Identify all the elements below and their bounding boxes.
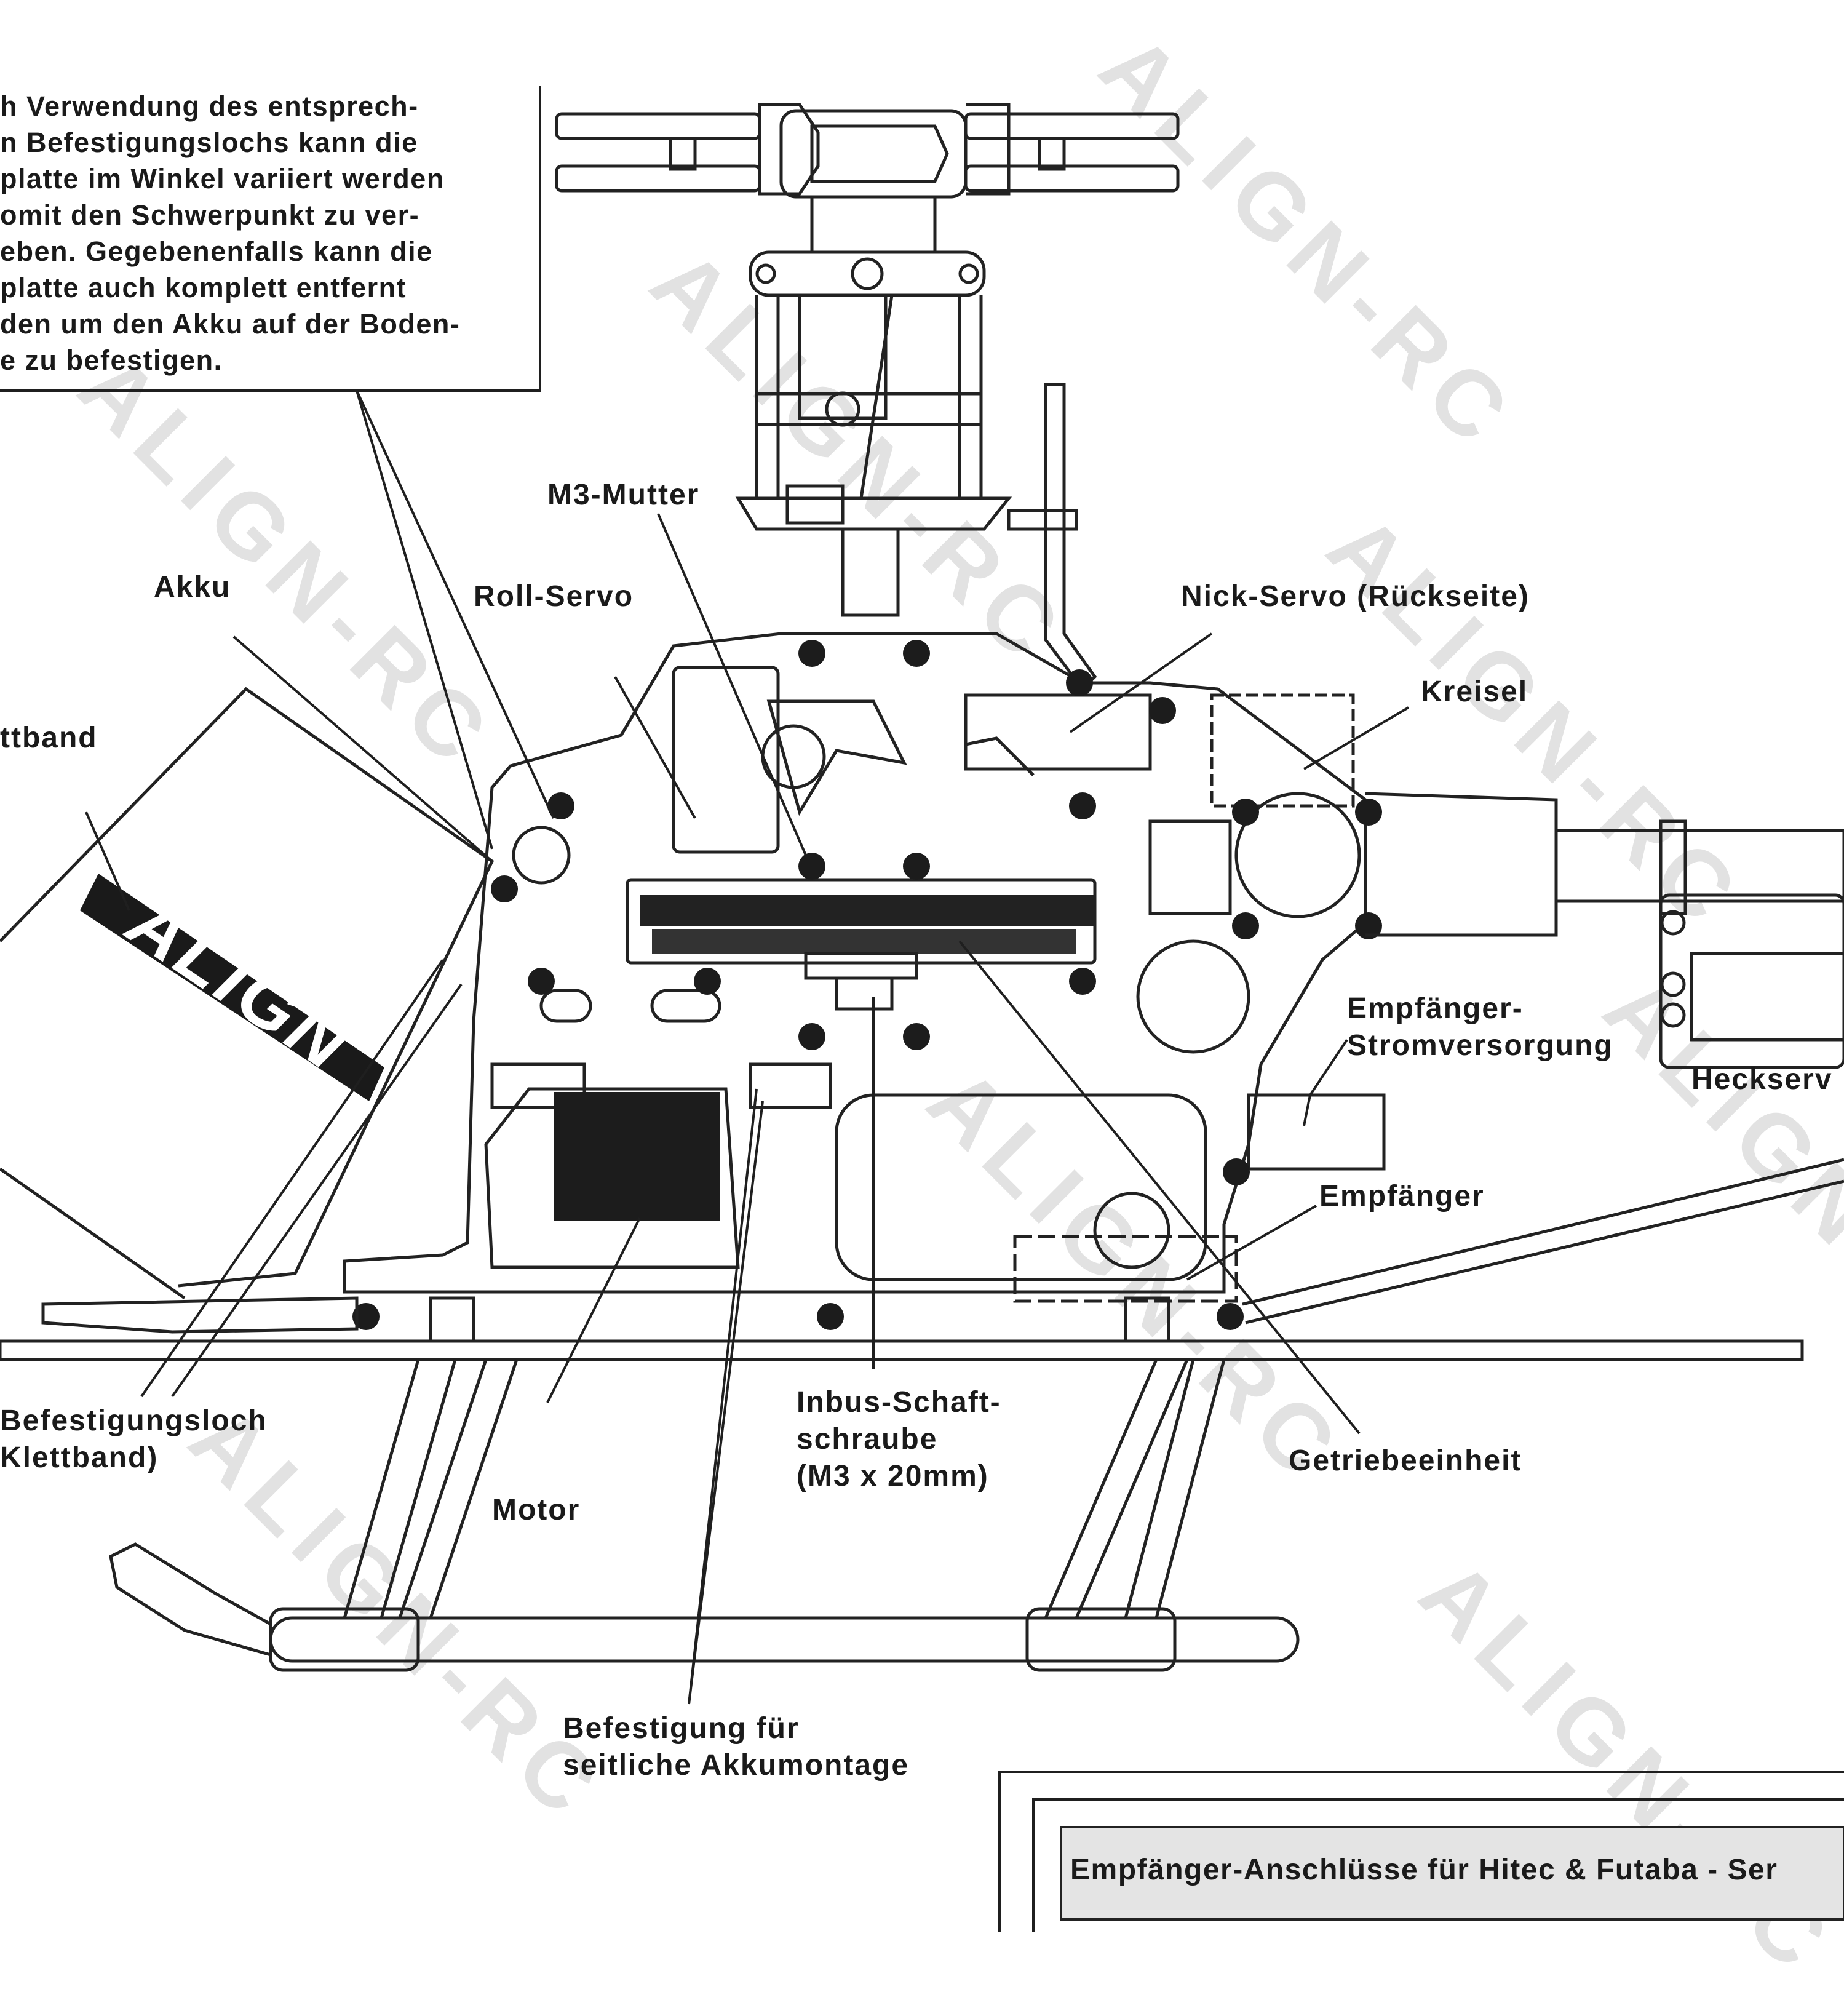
label-klettband: ttband xyxy=(0,722,98,754)
gear-teeth xyxy=(640,895,1095,954)
note-line: platte im Winkel variiert werden xyxy=(0,163,445,194)
label-motor: Motor xyxy=(492,1494,580,1526)
note-line: n Befestigungslochs kann die xyxy=(0,127,418,158)
note-line: den um den Akku auf der Boden- xyxy=(0,308,460,340)
leader-lines xyxy=(85,390,1410,1705)
battery-logo: ALIGN xyxy=(113,879,366,1087)
receiver-connections-box: Empfänger-Anschlüsse für Hitec & Futaba … xyxy=(998,1771,1844,1932)
note-line: platte auch komplett entfernt xyxy=(0,272,407,303)
note-line: eben. Gegebenenfalls kann die xyxy=(0,236,433,267)
tail-boom xyxy=(1365,792,1844,1069)
note-line: e zu befestigen. xyxy=(0,345,223,376)
main-frame xyxy=(343,632,1386,1303)
rotor-head xyxy=(555,103,1180,617)
label-empfaenger-strom: Empfänger- xyxy=(1347,992,1524,1025)
label-inbus-schraube: Inbus-Schaft- xyxy=(797,1386,1001,1419)
info-note: h Verwendung des entsprech- n Befestigun… xyxy=(0,86,541,392)
bolts xyxy=(352,640,1382,1330)
watermark: ALIGN-RC xyxy=(170,1387,625,1841)
label-empfaenger: Empfänger xyxy=(1319,1180,1485,1213)
label-seitliche-akkumontage: Befestigung für xyxy=(563,1712,800,1745)
label-kreisel: Kreisel xyxy=(1421,675,1528,708)
watermark: ALIGN-RC xyxy=(60,335,514,789)
watermark: ALIGN-RC xyxy=(1308,495,1763,949)
receiver-connections-title: Empfänger-Anschlüsse für Hitec & Futaba … xyxy=(1070,1854,1778,1886)
note-line: h Verwendung des entsprech- xyxy=(0,90,419,122)
label-befestigungsloch: Befestigungsloch xyxy=(0,1404,268,1437)
label-seitliche-akkumontage: seitliche Akkumontage xyxy=(563,1749,909,1782)
antenna xyxy=(1242,1158,1844,1325)
landing-gear xyxy=(109,1359,1300,1672)
label-inbus-schraube: (M3 x 20mm) xyxy=(797,1460,989,1492)
label-akku: Akku xyxy=(154,571,231,604)
label-nick-servo: Nick-Servo (Rückseite) xyxy=(1181,580,1530,613)
watermark: ALIGN-RC xyxy=(908,1048,1363,1503)
base-plate xyxy=(0,1296,1804,1361)
label-inbus-schraube: schraube xyxy=(797,1423,937,1456)
label-roll-servo: Roll-Servo xyxy=(474,580,634,613)
label-m3-mutter: M3-Mutter xyxy=(547,479,699,511)
watermark: ALIGN-RC xyxy=(1081,15,1535,469)
note-line: omit den Schwerpunkt zu ver- xyxy=(0,199,419,231)
fin-post xyxy=(1007,383,1097,691)
label-befestigungsloch: Klettband) xyxy=(0,1441,158,1474)
label-heckservo: Heckserv xyxy=(1691,1063,1833,1096)
label-empfaenger-strom: Stromversorgung xyxy=(1347,1029,1613,1062)
labels: Akku ttband Roll-Servo M3-Mutter Nick-Se… xyxy=(0,479,1833,1782)
label-getriebeeinheit: Getriebeeinheit xyxy=(1289,1444,1522,1477)
watermark: ALIGN-RC xyxy=(1401,1540,1844,1995)
battery-tray xyxy=(41,1296,359,1334)
